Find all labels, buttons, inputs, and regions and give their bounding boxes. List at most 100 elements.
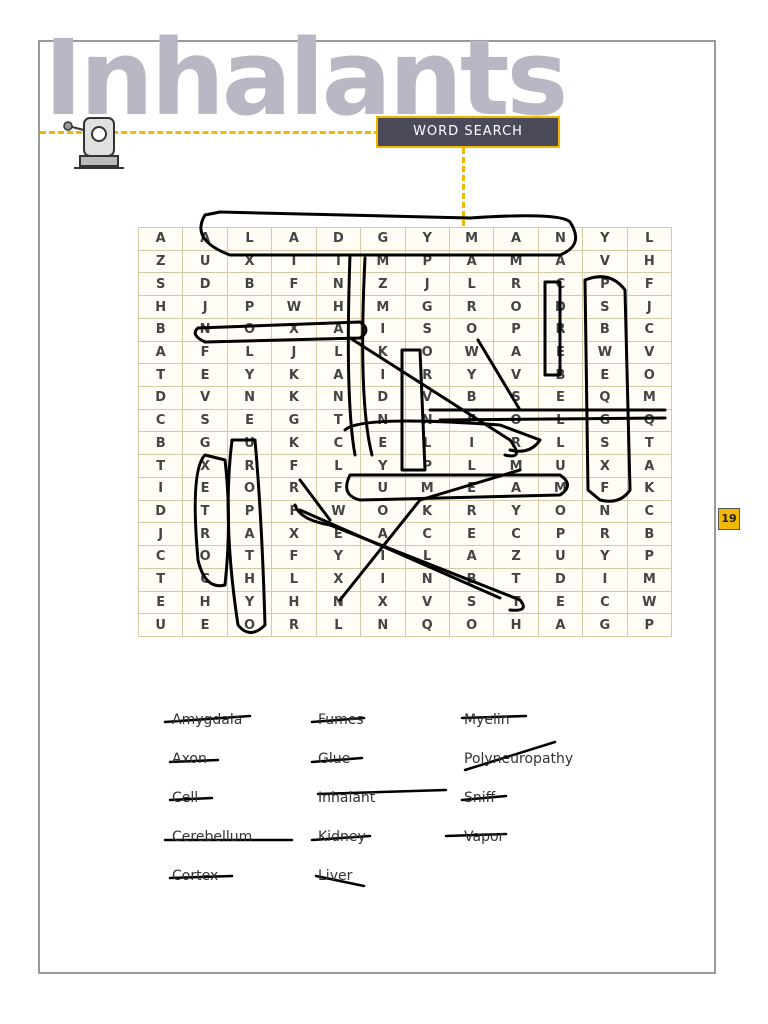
grid-cell: L	[449, 273, 495, 297]
grid-cell: C	[583, 591, 628, 615]
grid-cell: E	[449, 523, 495, 547]
grid-cell: P	[227, 500, 273, 524]
grid-cell: K	[272, 387, 317, 410]
grid-cell: H	[272, 591, 317, 615]
grid-cell: O	[227, 477, 273, 501]
grid-cell: Y	[405, 228, 450, 251]
grid-cell: V	[494, 364, 539, 388]
grid-cell: K	[627, 477, 672, 501]
grid-cell: A	[183, 228, 228, 251]
grid-cell: P	[405, 250, 450, 274]
grid-cell: V	[405, 591, 450, 615]
word-glue: Glue	[318, 751, 351, 767]
grid-cell: C	[316, 432, 362, 456]
grid-cell: R	[405, 364, 450, 388]
grid-cell: F	[316, 477, 362, 501]
grid-cell: X	[361, 591, 406, 615]
grid-cell: N	[227, 387, 273, 410]
grid-cell: L	[538, 432, 584, 456]
grid-cell: T	[183, 500, 228, 524]
word-sniff: Sniff	[464, 790, 496, 806]
grid-cell: Q	[583, 387, 628, 410]
grid-cell: S	[449, 591, 495, 615]
grid-cell: K	[272, 432, 317, 456]
grid-cell: T	[139, 364, 184, 388]
grid-cell: X	[316, 568, 362, 592]
grid-cell: P	[627, 546, 672, 569]
grid-cell: O	[494, 409, 539, 433]
grid-cell: U	[538, 546, 584, 569]
grid-cell: E	[538, 341, 584, 365]
grid-cell: H	[227, 568, 273, 592]
grid-cell: A	[538, 250, 584, 274]
grid-cell: L	[272, 568, 317, 592]
grid-cell: E	[449, 409, 495, 433]
grid-cell: L	[449, 455, 495, 478]
grid-cell: G	[405, 296, 450, 319]
grid-cell: R	[494, 432, 539, 456]
word-axon: Axon	[172, 751, 207, 767]
grid-cell: A	[494, 341, 539, 365]
word-amygdala: Amygdala	[172, 712, 243, 728]
grid-cell: F	[272, 546, 317, 569]
grid-cell: N	[183, 318, 228, 342]
grid-cell: T	[627, 432, 672, 456]
grid-cell: N	[538, 228, 584, 251]
word-liver: Liver	[318, 868, 353, 884]
grid-cell: C	[494, 523, 539, 547]
grid-cell: R	[227, 455, 273, 478]
grid-cell: E	[361, 432, 406, 456]
grid-cell: L	[538, 409, 584, 433]
grid-cell: Q	[405, 614, 450, 637]
grid-cell: G	[183, 432, 228, 456]
grid-cell: T	[227, 546, 273, 569]
grid-cell: M	[627, 568, 672, 592]
grid-cell: O	[227, 614, 273, 637]
grid-cell: O	[627, 364, 672, 388]
word-myelin: Myelin	[464, 712, 510, 728]
grid-cell: L	[316, 455, 362, 478]
grid-cell: T	[494, 591, 539, 615]
grid-cell: I	[139, 477, 184, 501]
grid-cell: R	[449, 500, 495, 524]
grid-cell: I	[361, 546, 406, 569]
grid-cell: S	[583, 432, 628, 456]
grid-cell: S	[139, 273, 184, 297]
grid-cell: F	[272, 455, 317, 478]
word-cell: Cell	[172, 790, 199, 806]
grid-cell: M	[361, 296, 406, 319]
grid-cell: Y	[316, 546, 362, 569]
grid-cell: K	[272, 364, 317, 388]
grid-cell: B	[583, 318, 628, 342]
grid-cell: W	[316, 500, 362, 524]
grid-cell: W	[272, 296, 317, 319]
grid-cell: O	[405, 341, 450, 365]
grid-cell: E	[183, 477, 228, 501]
word-cerebellum: Cerebellum	[172, 829, 253, 845]
grid-cell: I	[316, 250, 362, 274]
grid-cell: L	[316, 341, 362, 365]
grid-cell: R	[183, 523, 228, 547]
grid-cell: C	[627, 318, 672, 342]
grid-cell: X	[227, 250, 273, 274]
grid-cell: W	[583, 341, 628, 365]
grid-cell: V	[627, 341, 672, 365]
word-kidney: Kidney	[318, 829, 366, 845]
grid-cell: L	[405, 432, 450, 456]
word-search-banner: WORD SEARCH	[376, 116, 560, 148]
grid-cell: V	[405, 387, 450, 410]
grid-cell: G	[583, 409, 628, 433]
grid-cell: E	[583, 364, 628, 388]
grid-cell: I	[272, 250, 317, 274]
title-dashed-rule	[40, 131, 380, 134]
grid-cell: J	[183, 296, 228, 319]
grid-cell: D	[183, 273, 228, 297]
grid-cell: C	[627, 500, 672, 524]
grid-cell: H	[316, 296, 362, 319]
grid-cell: N	[316, 273, 362, 297]
grid-cell: O	[494, 296, 539, 319]
grid-cell: V	[583, 250, 628, 274]
grid-cell: E	[316, 523, 362, 547]
grid-cell: R	[449, 296, 495, 319]
grid-cell: S	[494, 387, 539, 410]
